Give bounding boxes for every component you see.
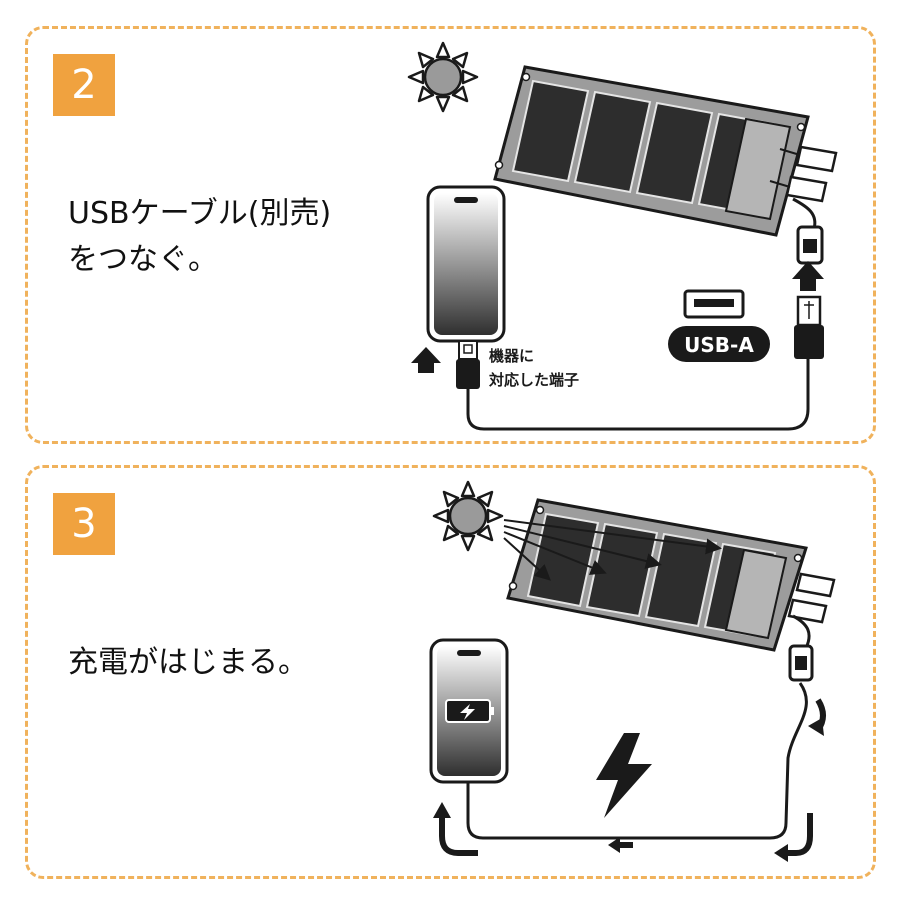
step-2-panel: 2 USBケーブル(別売) をつなぐ。 — [25, 26, 876, 444]
usb-connector — [788, 644, 814, 682]
step-number-badge: 3 — [53, 493, 115, 555]
caption-line: USBケーブル(別売) — [68, 196, 332, 231]
smartphone — [426, 185, 506, 343]
usb-a-label-pill: USB-A — [668, 326, 770, 362]
usb-cable — [466, 197, 817, 431]
solar-panel — [506, 498, 836, 652]
step-3-caption: 充電がはじまる。 — [68, 640, 308, 686]
step-2-illustration: USB-A 機器に 対応した端子 — [407, 41, 838, 431]
usb-a-plug — [794, 295, 824, 359]
port-label-line2: 対応した端子 — [488, 371, 579, 389]
sun-icon — [407, 41, 479, 113]
up-arrow-icon — [411, 347, 441, 373]
solar-panel — [493, 65, 838, 237]
usb-cable — [466, 614, 811, 840]
caption-line: をつなぐ。 — [68, 242, 218, 277]
sun-ray-arrows — [503, 519, 722, 581]
step-3-panel: 3 充電がはじまる。 — [25, 465, 876, 879]
step-number-badge: 2 — [53, 54, 115, 116]
lightning-icon — [596, 733, 652, 818]
device-plug — [456, 340, 480, 389]
up-arrow-icon — [792, 261, 824, 291]
usb-connector — [796, 225, 824, 265]
caption-line: 充電がはじまる。 — [68, 645, 308, 680]
flow-arrow-icon — [433, 698, 826, 862]
step-2-caption: USBケーブル(別売) をつなぐ。 — [68, 191, 331, 283]
sun-icon — [432, 480, 504, 552]
port-label-line1: 機器に — [489, 347, 534, 365]
battery-charging-icon — [445, 699, 494, 723]
step-3-illustration — [429, 480, 836, 862]
usb-a-label: USB-A — [684, 333, 754, 357]
usb-a-port-icon — [683, 289, 745, 319]
